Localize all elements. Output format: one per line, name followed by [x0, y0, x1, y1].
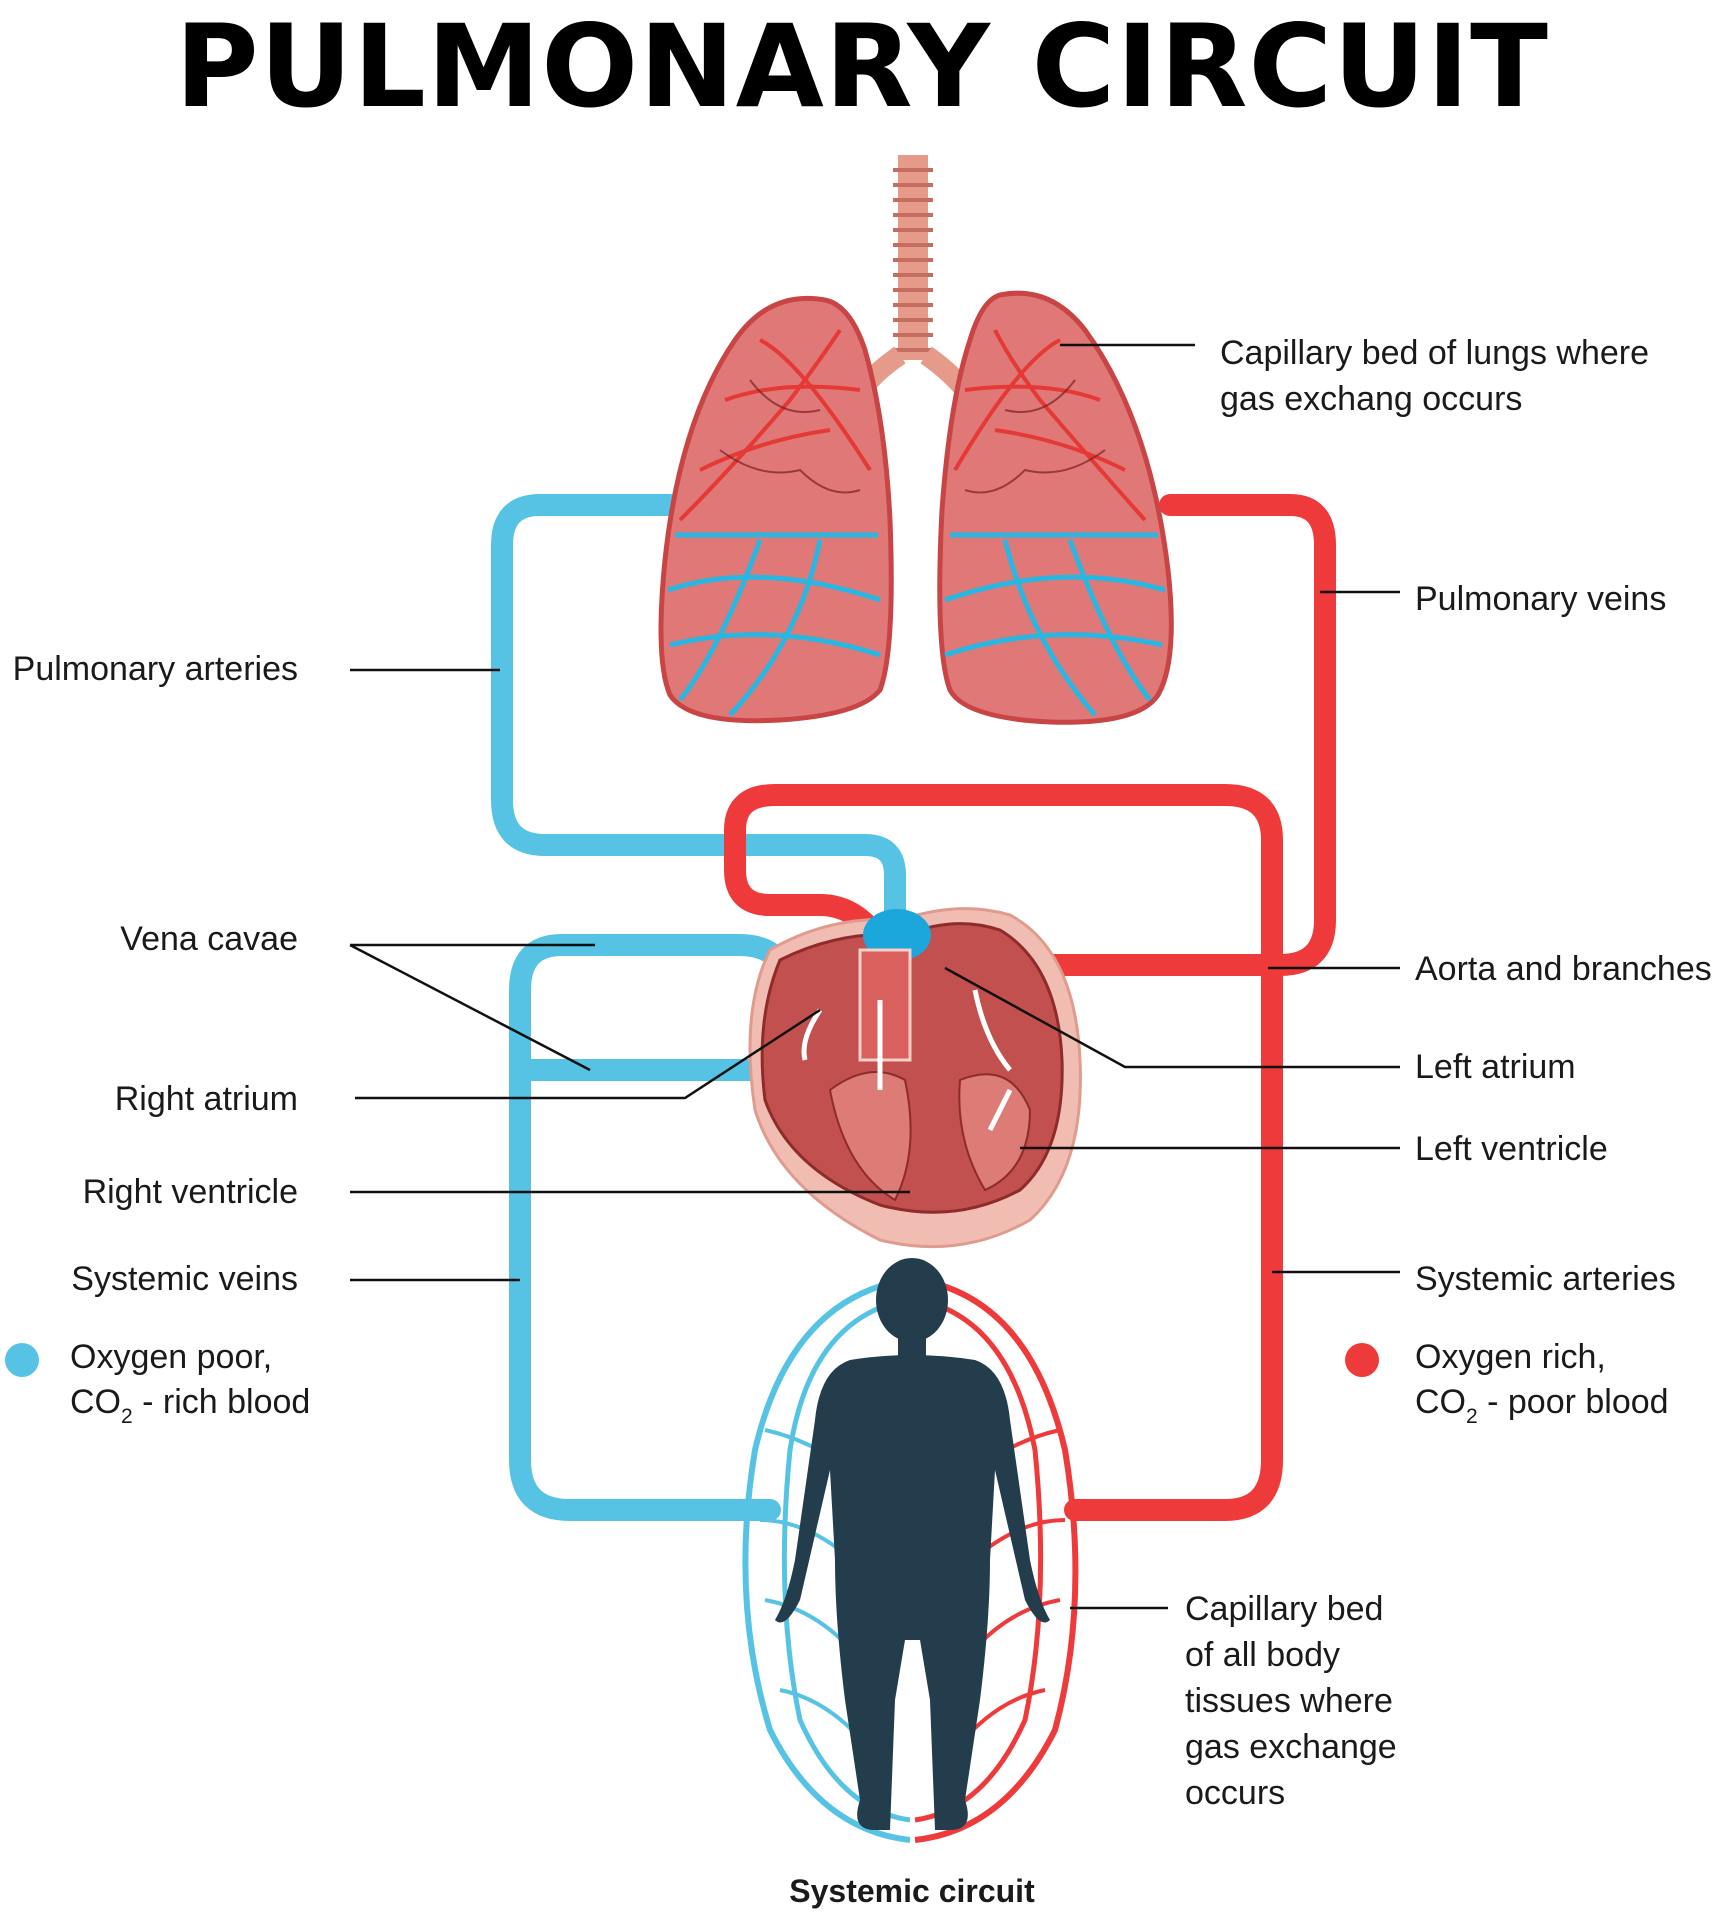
- legend-rich-line2: CO2 - poor blood: [1415, 1383, 1669, 1428]
- label-left-ventricle: Left ventricle: [1415, 1130, 1608, 1168]
- aorta-vessel: [724, 784, 1283, 1521]
- label-aorta: Aorta and branches: [1415, 950, 1712, 988]
- heart-icon: [748, 907, 1082, 1249]
- lungs-icon: [658, 155, 1174, 725]
- human-body-icon: [775, 1258, 1050, 1830]
- right-lung: [658, 295, 894, 724]
- label-right-atrium: Right atrium: [115, 1080, 298, 1118]
- label-capillary-body-line1: Capillary bed: [1185, 1590, 1383, 1628]
- label-capillary-lungs-line2: gas exchang occurs: [1220, 380, 1522, 418]
- label-systemic-veins: Systemic veins: [71, 1260, 298, 1298]
- legend-poor-line2: CO2 - rich blood: [70, 1383, 310, 1428]
- label-capillary-body-line5: occurs: [1185, 1774, 1285, 1812]
- label-pulmonary-veins: Pulmonary veins: [1415, 580, 1666, 618]
- label-vena-cavae: Vena cavae: [120, 920, 298, 958]
- legend-rich-line1: Oxygen rich,: [1415, 1338, 1606, 1376]
- label-capillary-body-line2: of all body: [1185, 1636, 1340, 1674]
- label-systemic-circuit: Systemic circuit: [789, 1873, 1035, 1909]
- label-right-ventricle: Right ventricle: [83, 1173, 298, 1211]
- label-capillary-body-line4: gas exchange: [1185, 1728, 1397, 1766]
- legend-poor-line1: Oxygen poor,: [70, 1338, 272, 1376]
- label-capillary-lungs-line1: Capillary bed of lungs where: [1220, 334, 1649, 372]
- vessels: [491, 494, 1336, 1521]
- legend-oxygen-poor: Oxygen poor, CO2 - rich blood: [5, 1338, 310, 1428]
- pulmonary-artery-vessel: [491, 494, 906, 936]
- label-left-atrium: Left atrium: [1415, 1048, 1576, 1086]
- legend-rich-swatch: [1345, 1343, 1379, 1377]
- systemic-veins-vessel: [509, 934, 801, 1521]
- page-title: PULMONARY CIRCUIT: [175, 0, 1549, 133]
- label-pulmonary-arteries: Pulmonary arteries: [13, 650, 298, 688]
- leader-lines: [349, 343, 1400, 1610]
- legend-poor-swatch: [5, 1343, 39, 1377]
- pulmonary-veins-vessel: [1009, 494, 1336, 976]
- legend-oxygen-rich: Oxygen rich, CO2 - poor blood: [1345, 1338, 1669, 1428]
- label-capillary-body-line3: tissues where: [1185, 1682, 1393, 1720]
- label-systemic-arteries: Systemic arteries: [1415, 1260, 1676, 1298]
